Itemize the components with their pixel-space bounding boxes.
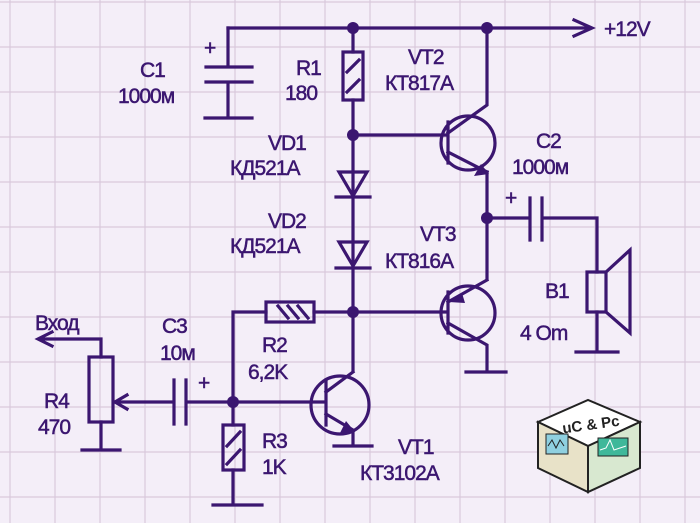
b1-ref: B1 <box>545 280 569 303</box>
vd1-ref: VD1 <box>268 132 306 155</box>
c2-ref: C2 <box>536 130 561 153</box>
b1-value: 4 Om <box>520 322 568 345</box>
resistor-r3: R3 1K <box>211 400 288 507</box>
c3-polarity: + <box>198 372 210 395</box>
diode-vd1: VD1 КД521А <box>230 132 372 200</box>
supply-rail: +12V <box>226 18 652 41</box>
c2-value: 1000м <box>512 156 568 179</box>
resistor-r1: R1 180 <box>285 26 365 137</box>
vt3-ref: VT3 <box>420 223 456 246</box>
transistor-vt3: VT3 КТ816А <box>351 223 508 374</box>
r1-ref: R1 <box>296 57 321 80</box>
transistor-vt1: VT1 КТ3102А <box>227 369 441 485</box>
c2-polarity: + <box>505 187 517 210</box>
vd2-value: КД521А <box>230 235 300 258</box>
r1-value: 180 <box>285 82 317 105</box>
resistor-r2: R2 6,2K <box>231 300 355 404</box>
r2-value: 6,2K <box>248 361 288 384</box>
c1-value: 1000м <box>118 85 174 108</box>
vt3-value: КТ816А <box>385 250 454 273</box>
supply-label: +12V <box>604 18 651 41</box>
vt2-ref: VT2 <box>408 46 444 69</box>
speaker-b1: B1 4 Om <box>520 246 632 354</box>
vt2-value: КТ817А <box>385 72 454 95</box>
capacitor-c3: + C3 10м <box>113 315 235 426</box>
potentiometer-r4: Вход R4 470 <box>34 312 130 452</box>
c1-ref: C1 <box>140 59 165 82</box>
r4-value: 470 <box>38 416 70 439</box>
r4-ref: R4 <box>44 390 70 413</box>
input-label: Вход <box>35 312 79 335</box>
capacitor-c2: + C2 1000м <box>485 130 599 274</box>
c3-ref: C3 <box>162 315 187 338</box>
r3-ref: R3 <box>262 430 287 453</box>
c1-polarity: + <box>204 37 216 60</box>
transistor-vt2: VT2 КТ817А <box>351 26 497 176</box>
vd1-value: КД521А <box>230 157 300 180</box>
vt1-ref: VT1 <box>398 436 434 459</box>
vd2-ref: VD2 <box>268 210 306 233</box>
vt1-value: КТ3102А <box>360 462 440 485</box>
r2-ref: R2 <box>262 334 287 357</box>
c3-value: 10м <box>160 342 195 365</box>
logo-cube: uC & Pc <box>535 398 643 494</box>
diode-vd2: VD2 КД521А <box>230 210 372 270</box>
r3-value: 1K <box>262 456 287 479</box>
capacitor-c1: + C1 1000м <box>118 26 254 120</box>
